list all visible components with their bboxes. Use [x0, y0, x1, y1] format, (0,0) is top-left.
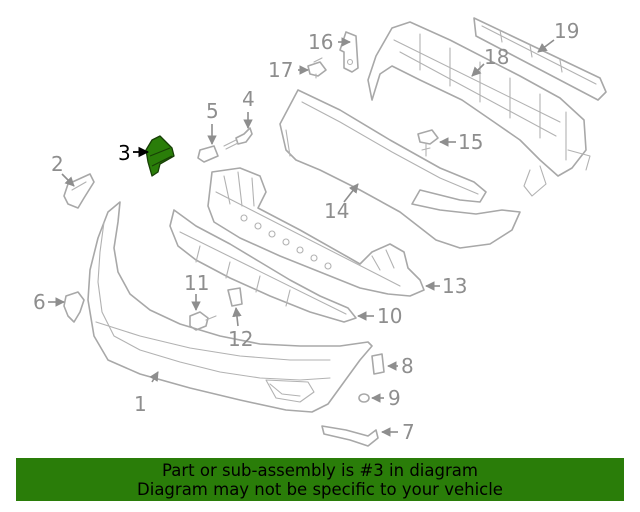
- callout-7: 7: [402, 420, 415, 444]
- part-17-push-pin[interactable]: [307, 57, 327, 79]
- part-7-trim-strip[interactable]: [321, 425, 379, 447]
- callout-13: 13: [442, 274, 467, 298]
- callout-11: 11: [184, 271, 209, 295]
- callout-18: 18: [484, 45, 509, 69]
- part-9-washer[interactable]: [358, 393, 370, 403]
- part-5-plug[interactable]: [197, 145, 219, 163]
- leader-lines: [48, 37, 555, 437]
- part-11-bolt[interactable]: [189, 311, 217, 331]
- part-4-bolt[interactable]: [223, 127, 253, 150]
- part-10-absorber[interactable]: [169, 209, 357, 323]
- callout-16: 16: [308, 30, 333, 54]
- callout-8: 8: [401, 354, 414, 378]
- part-2-side-bracket[interactable]: [63, 173, 95, 209]
- callout-5: 5: [206, 99, 219, 123]
- part-15-clip[interactable]: [417, 129, 439, 157]
- banner-line-2: Diagram may not be specific to your vehi…: [137, 480, 503, 499]
- banner-line-1: Part or sub-assembly is #3 in diagram: [162, 461, 478, 480]
- callout-9: 9: [388, 386, 401, 410]
- callout-12: 12: [228, 327, 253, 351]
- callout-6: 6: [33, 290, 46, 314]
- parts-diagram: 1 2 3 4 5 6 7 8 9 10 11 12 13 14 15 16 1…: [33, 17, 607, 447]
- part-3-bracket-highlighted[interactable]: [145, 135, 175, 177]
- callout-10: 10: [377, 304, 402, 328]
- callout-4: 4: [242, 87, 255, 111]
- callout-15: 15: [458, 130, 483, 154]
- callout-1: 1: [134, 392, 147, 416]
- part-8-bracket[interactable]: [371, 353, 385, 375]
- callout-17: 17: [268, 58, 293, 82]
- callout-19: 19: [554, 19, 579, 43]
- callout-3: 3: [118, 141, 131, 165]
- callout-14: 14: [324, 199, 349, 223]
- callout-2: 2: [51, 152, 64, 176]
- part-6-bracket[interactable]: [63, 291, 85, 323]
- info-banner: Part or sub-assembly is #3 in diagram Di…: [16, 458, 624, 501]
- part-18-upper-bracket[interactable]: [367, 21, 591, 197]
- part-14-upper-cover[interactable]: [279, 89, 521, 249]
- part-12-clip[interactable]: [227, 287, 243, 307]
- part-19-upper-strip[interactable]: [473, 17, 607, 101]
- part-16-bracket[interactable]: [339, 31, 359, 73]
- part-13-reinforcement[interactable]: [207, 167, 425, 297]
- part-1-bumper-cover[interactable]: [87, 201, 373, 413]
